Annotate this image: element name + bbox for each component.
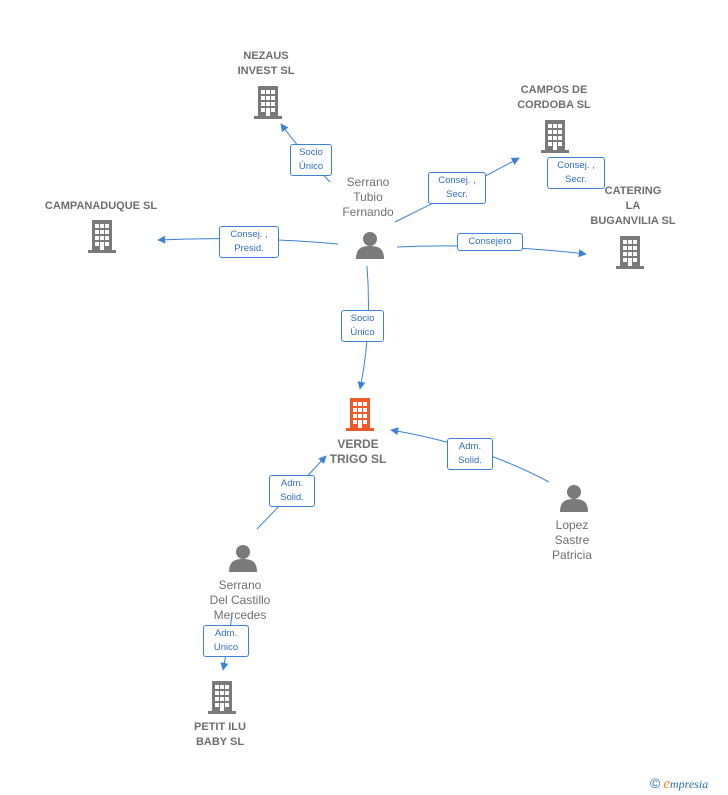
node-label-line: PETIT ILU bbox=[194, 721, 246, 733]
node-label-line: BABY SL bbox=[195, 736, 245, 748]
relation-text: Socio bbox=[299, 147, 323, 158]
node-label-line: CAMPANADUQUE SL bbox=[44, 200, 158, 212]
building-icon-campos bbox=[541, 120, 569, 153]
relation-text: Único bbox=[350, 327, 375, 338]
person-icon-serrano-castillo bbox=[229, 545, 257, 572]
relation-text: Unico bbox=[213, 642, 239, 653]
node-label-line: CORDOBA SL bbox=[517, 99, 591, 111]
node-label-line: CAMPOS DE bbox=[520, 84, 588, 96]
relation-label-nezaus[interactable]: Socio Único bbox=[290, 144, 332, 176]
building-icon-nezaus bbox=[254, 86, 282, 119]
node-label-line: BUGANVILIA SL bbox=[590, 215, 676, 227]
node-label-line: VERDE bbox=[337, 437, 379, 451]
person-icon-lopez bbox=[560, 485, 588, 512]
person-icon-serrano-tubio bbox=[356, 232, 384, 259]
relation-label-catering[interactable]: Consejero bbox=[457, 233, 523, 251]
building-icon-campanaduque bbox=[88, 220, 116, 253]
node-label-line: INVEST SL bbox=[237, 65, 295, 77]
node-serrano-castillo[interactable]: Serrano Del Castillo Mercedes bbox=[190, 578, 290, 623]
node-label-line: CATERING bbox=[604, 185, 662, 197]
relation-text: Adm. bbox=[280, 478, 304, 489]
relation-text: Adm. bbox=[458, 441, 482, 452]
node-label-line: Lopez bbox=[555, 518, 589, 532]
node-label-line: Patricia bbox=[551, 548, 592, 562]
node-label-line: Mercedes bbox=[213, 608, 267, 622]
node-label-line: NEZAUS bbox=[243, 50, 289, 62]
relation-text: Único bbox=[298, 161, 324, 172]
relation-text: Adm. bbox=[214, 628, 238, 639]
node-campos[interactable]: CAMPOS DE CORDOBA SL bbox=[504, 83, 604, 113]
node-label-line: Serrano bbox=[218, 578, 262, 592]
node-label-line: Serrano bbox=[346, 175, 390, 189]
relation-text: Consej. , bbox=[230, 229, 268, 240]
node-petit[interactable]: PETIT ILU BABY SL bbox=[170, 720, 270, 750]
relation-text: Socio bbox=[350, 313, 375, 324]
relation-label-verde-3[interactable]: Adm. Solid. bbox=[269, 475, 315, 507]
node-verde-focus[interactable]: VERDE TRIGO SL bbox=[312, 437, 404, 467]
copyright-icon: © bbox=[650, 775, 661, 791]
brand-logo-initial: e bbox=[663, 776, 670, 792]
node-nezaus[interactable]: NEZAUS INVEST SL bbox=[216, 49, 316, 79]
node-label-line: Fernando bbox=[342, 205, 394, 219]
relation-label-verde-2[interactable]: Adm. Solid. bbox=[447, 438, 493, 470]
node-label-line: Sastre bbox=[554, 533, 590, 547]
node-label-line: LA bbox=[625, 200, 641, 212]
node-campanaduque[interactable]: CAMPANADUQUE SL bbox=[36, 199, 166, 214]
building-icon-verde bbox=[346, 398, 374, 431]
relation-text: Secr. bbox=[565, 174, 587, 185]
relation-label-campanaduque[interactable]: Consej. , Presid. bbox=[219, 226, 279, 258]
relation-text: Consej. , bbox=[557, 160, 595, 171]
relation-label-campos-2[interactable]: Consej. , Secr. bbox=[547, 157, 605, 189]
relation-text: Solid. bbox=[458, 455, 482, 466]
building-icon-petit bbox=[208, 681, 236, 714]
node-catering[interactable]: CATERING LA BUGANVILIA SL bbox=[578, 184, 688, 229]
relation-text: Solid. bbox=[280, 492, 304, 503]
building-icon-catering bbox=[616, 236, 644, 269]
relation-text: Consej. , bbox=[438, 175, 476, 186]
relation-text: Presid. bbox=[234, 243, 264, 254]
node-label-line: TRIGO SL bbox=[329, 452, 387, 466]
node-lopez[interactable]: Lopez Sastre Patricia bbox=[522, 518, 622, 563]
brand-footer[interactable]: © empresia bbox=[650, 775, 708, 793]
brand-logo-text: mpresia bbox=[670, 777, 709, 791]
relation-label-campos-1[interactable]: Consej. , Secr. bbox=[428, 172, 486, 204]
node-serrano-tubio[interactable]: Serrano Tubio Fernando bbox=[318, 175, 418, 220]
node-label-line: Del Castillo bbox=[209, 593, 271, 607]
relation-text: Consejero bbox=[468, 236, 512, 247]
node-label-line: Tubio bbox=[353, 190, 383, 204]
relation-text: Secr. bbox=[446, 189, 468, 200]
relation-label-verde-1[interactable]: Socio Único bbox=[341, 310, 384, 342]
relation-label-petit[interactable]: Adm. Unico bbox=[203, 625, 249, 657]
